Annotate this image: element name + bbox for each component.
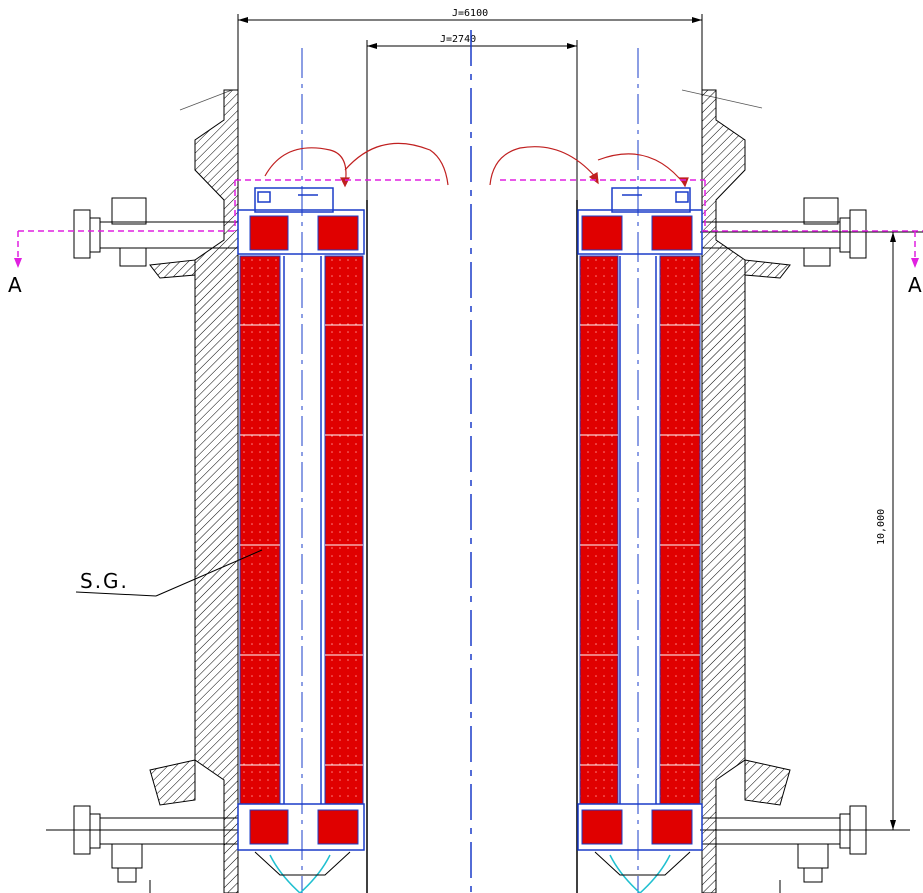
outer-diameter-dimension: J=6100 [237, 8, 703, 90]
inner-diameter-label: J=2740 [440, 34, 476, 45]
bottom-pipes [269, 854, 671, 893]
left-vessel-wall [149, 89, 239, 893]
right-top-header [577, 187, 703, 255]
bottom-right-nozzle [702, 805, 867, 883]
top-right-nozzle [702, 197, 867, 267]
left-bottom-header [237, 803, 365, 851]
sg-leader: S.G. [75, 549, 263, 597]
height-label: 10,000 [876, 509, 887, 545]
right-vessel-wall [701, 89, 791, 893]
bundle-dividers [240, 324, 700, 766]
left-top-header [237, 187, 365, 255]
sg-label: S.G. [80, 569, 129, 593]
section-line-a [17, 179, 923, 262]
construction-lines [179, 89, 763, 111]
section-arrowheads [14, 258, 919, 268]
left-sg-bundle [239, 255, 364, 805]
center-lines [301, 48, 639, 893]
bottom-funnels [254, 851, 691, 876]
bottom-left-nozzle [46, 805, 238, 883]
top-red-plenum-blocks [249, 215, 693, 251]
bottom-marks [149, 880, 781, 893]
inner-diameter-dimension: J=2740 [366, 34, 578, 200]
section-marker-right: A [908, 273, 922, 297]
right-sg-bundle [579, 255, 701, 805]
outer-diameter-label: J=6100 [452, 8, 488, 19]
top-left-nozzle [73, 197, 238, 267]
inner-walls [366, 200, 578, 893]
right-bottom-header [577, 803, 703, 851]
section-marker-left: A [8, 273, 22, 297]
